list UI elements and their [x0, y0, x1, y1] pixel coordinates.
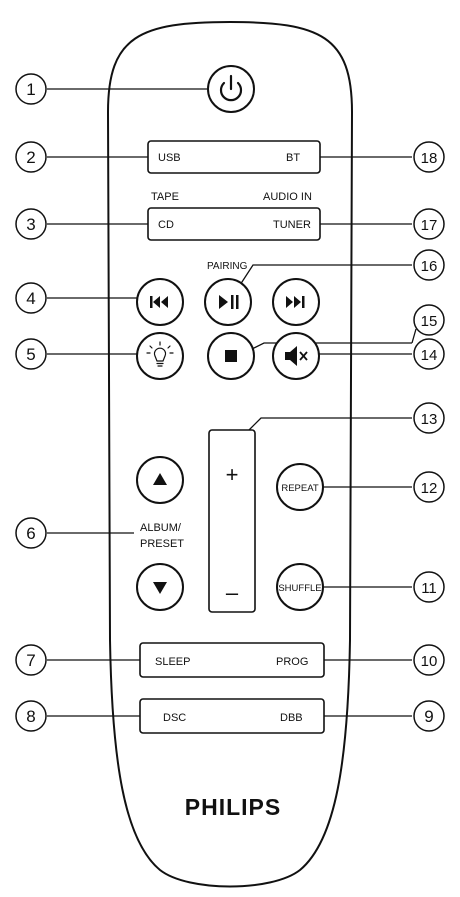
callout-8 [15, 700, 47, 732]
arrow-up-icon [153, 473, 167, 485]
repeat-label: REPEAT [281, 483, 319, 494]
volume-rocker[interactable] [208, 429, 256, 613]
usb-label: USB [158, 152, 181, 164]
prog-label: PROG [276, 656, 308, 668]
lightbulb-icon [146, 341, 174, 367]
sleep-label: SLEEP [155, 656, 190, 668]
dsc-dbb-button[interactable] [139, 698, 325, 734]
callout-number: 17 [421, 217, 438, 234]
stop-button[interactable] [207, 332, 255, 380]
callout-number: 1 [26, 80, 35, 99]
preset-label: PRESET [140, 538, 184, 550]
bt-label: BT [286, 152, 300, 164]
leader-lines [47, 88, 412, 717]
callout-number: 8 [26, 707, 35, 726]
album-label: ALBUM/ [140, 522, 182, 534]
callout-number: 9 [424, 707, 433, 726]
callout-7 [15, 644, 47, 676]
callout-number: 14 [421, 347, 438, 364]
arrow-down-icon [153, 582, 167, 594]
callout-5 [15, 338, 47, 370]
callout-number: 5 [26, 345, 35, 364]
usb-bt-button[interactable] [147, 140, 321, 174]
callout-18 [413, 141, 445, 173]
callout-number: 15 [421, 313, 438, 330]
repeat-button[interactable] [276, 463, 324, 511]
callout-13 [413, 402, 445, 434]
skip-previous-icon [150, 296, 168, 308]
volume-plus-label: + [226, 462, 239, 487]
cd-label: CD [158, 219, 174, 231]
callout-3 [15, 208, 47, 240]
cd-tuner-button[interactable] [147, 207, 321, 241]
callout-number: 3 [26, 215, 35, 234]
play-pause-icon [219, 295, 239, 309]
callout-number: 12 [421, 480, 438, 497]
tape-label: TAPE [151, 191, 179, 203]
audio-in-label: AUDIO IN [263, 191, 312, 203]
callout-number: 13 [421, 411, 438, 428]
callout-17 [413, 208, 445, 240]
shuffle-label: SHUFFLE [278, 583, 321, 594]
callout-9 [413, 700, 445, 732]
callout-number: 11 [421, 580, 437, 597]
callout-10 [413, 644, 445, 676]
callout-number: 2 [26, 148, 35, 167]
shuffle-button[interactable] [276, 563, 324, 611]
callout-14 [413, 338, 445, 370]
callout-number: 16 [421, 258, 438, 275]
album-down-button[interactable] [136, 563, 184, 611]
callout-number: 7 [26, 651, 35, 670]
mute-icon [285, 346, 308, 366]
callout-number: 10 [421, 653, 438, 670]
volume-minus-label: – [226, 580, 239, 605]
brand-logo: PHILIPS [185, 794, 281, 820]
callout-12 [413, 471, 445, 503]
pairing-label: PAIRING [207, 261, 248, 272]
mute-button[interactable] [272, 332, 320, 380]
tuner-label: TUNER [273, 219, 311, 231]
power-button[interactable] [207, 65, 255, 113]
skip-next-icon [286, 296, 305, 308]
callout-1 [15, 73, 47, 105]
callout-number: 4 [26, 289, 35, 308]
previous-button[interactable] [136, 278, 184, 326]
callout-4 [15, 282, 47, 314]
power-icon [219, 74, 243, 102]
callout-2 [15, 141, 47, 173]
album-up-button[interactable] [136, 456, 184, 504]
stop-icon [225, 350, 237, 362]
play-pause-button[interactable] [204, 278, 252, 326]
callout-15-circle [413, 304, 445, 336]
callout-number: 6 [26, 524, 35, 543]
sleep-prog-button[interactable] [139, 642, 325, 678]
dbb-label: DBB [280, 712, 303, 724]
callout-number: 18 [421, 150, 438, 167]
callout-11 [413, 571, 445, 603]
callout-16 [413, 249, 445, 281]
light-button[interactable] [136, 332, 184, 380]
dsc-label: DSC [163, 712, 186, 724]
next-button[interactable] [272, 278, 320, 326]
callout-6 [15, 517, 47, 549]
